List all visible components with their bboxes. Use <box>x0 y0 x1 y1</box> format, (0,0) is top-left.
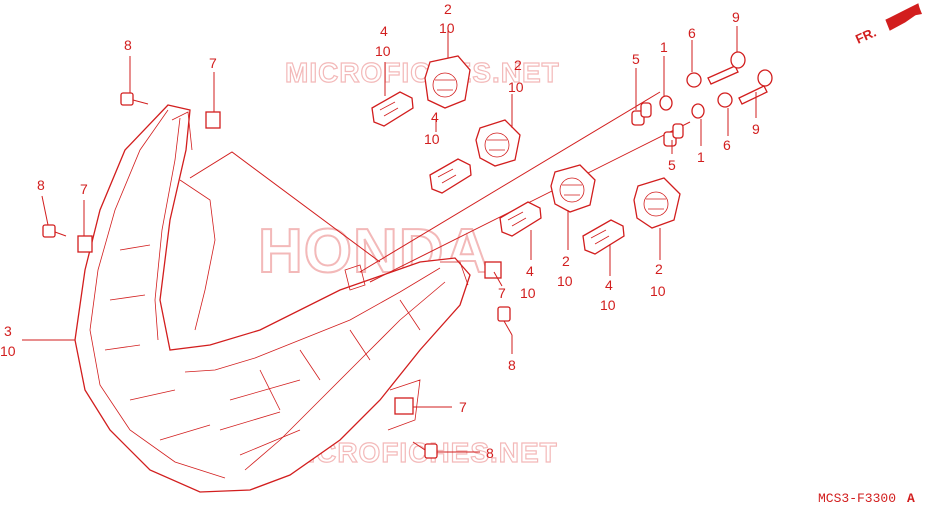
callout-1: 1 <box>697 149 705 165</box>
front-label: FR. <box>853 25 878 47</box>
screw-right <box>497 306 513 336</box>
callout-2: 2 <box>655 261 663 277</box>
socket-d <box>633 177 681 229</box>
watermark-top: MICROFICHES.NET <box>285 57 560 88</box>
callout-2: 2 <box>444 1 452 17</box>
callout-10: 10 <box>600 297 616 313</box>
diagram-code-suffix: A <box>907 491 915 506</box>
callout-10: 10 <box>650 283 666 299</box>
callout-10: 10 <box>439 20 455 36</box>
callout-10: 10 <box>508 79 524 95</box>
bolt-lower <box>738 69 773 105</box>
grommet-upper <box>631 102 652 126</box>
bulb-b <box>429 158 472 194</box>
screw-low <box>412 441 438 459</box>
bulb-d <box>582 219 625 255</box>
callout-7: 7 <box>209 55 217 71</box>
clip-left <box>77 235 93 253</box>
callout-10: 10 <box>557 273 573 289</box>
collar-upper <box>659 95 673 111</box>
diagram-code: MCS3-F3300 <box>818 491 896 506</box>
callout-10: 10 <box>0 343 16 359</box>
callout-9: 9 <box>752 121 760 137</box>
screw-top-left <box>120 92 149 106</box>
callout-2: 2 <box>562 253 570 269</box>
front-direction-arrow: FR. <box>853 3 922 47</box>
callout-1: 1 <box>660 39 668 55</box>
screw-left <box>42 224 67 238</box>
washer-lower <box>717 92 733 108</box>
callout-9: 9 <box>732 9 740 25</box>
callout-6: 6 <box>723 137 731 153</box>
callout-10: 10 <box>424 131 440 147</box>
callout-7: 7 <box>498 285 506 301</box>
clip-low <box>394 397 414 415</box>
callout-7: 7 <box>459 399 467 415</box>
callout-10: 10 <box>520 285 536 301</box>
grommet-lower <box>663 123 684 147</box>
socket-b <box>475 119 521 167</box>
callout-8: 8 <box>508 357 516 373</box>
callout-4: 4 <box>526 263 534 279</box>
taillight-housing <box>74 104 471 493</box>
callout-8: 8 <box>486 445 494 461</box>
callout-10: 10 <box>375 43 391 59</box>
callout-4: 4 <box>380 23 388 39</box>
callout-7: 7 <box>80 181 88 197</box>
callout-8: 8 <box>37 177 45 193</box>
socket-a <box>424 55 471 109</box>
clip-top <box>205 111 221 129</box>
collar-lower <box>691 103 705 119</box>
clip-right <box>484 261 502 279</box>
bolt-upper <box>707 51 746 85</box>
callout-4: 4 <box>431 109 439 125</box>
callout-2: 2 <box>514 57 522 73</box>
bulb-c <box>499 201 542 237</box>
callout-6: 6 <box>688 25 696 41</box>
callout-3: 3 <box>4 323 12 339</box>
socket-c <box>550 164 596 213</box>
callout-4: 4 <box>605 277 613 293</box>
bulb-a <box>371 91 414 127</box>
callout-5: 5 <box>632 51 640 67</box>
callout-8: 8 <box>124 37 132 53</box>
washer-upper <box>686 72 702 88</box>
callout-5: 5 <box>668 157 676 173</box>
